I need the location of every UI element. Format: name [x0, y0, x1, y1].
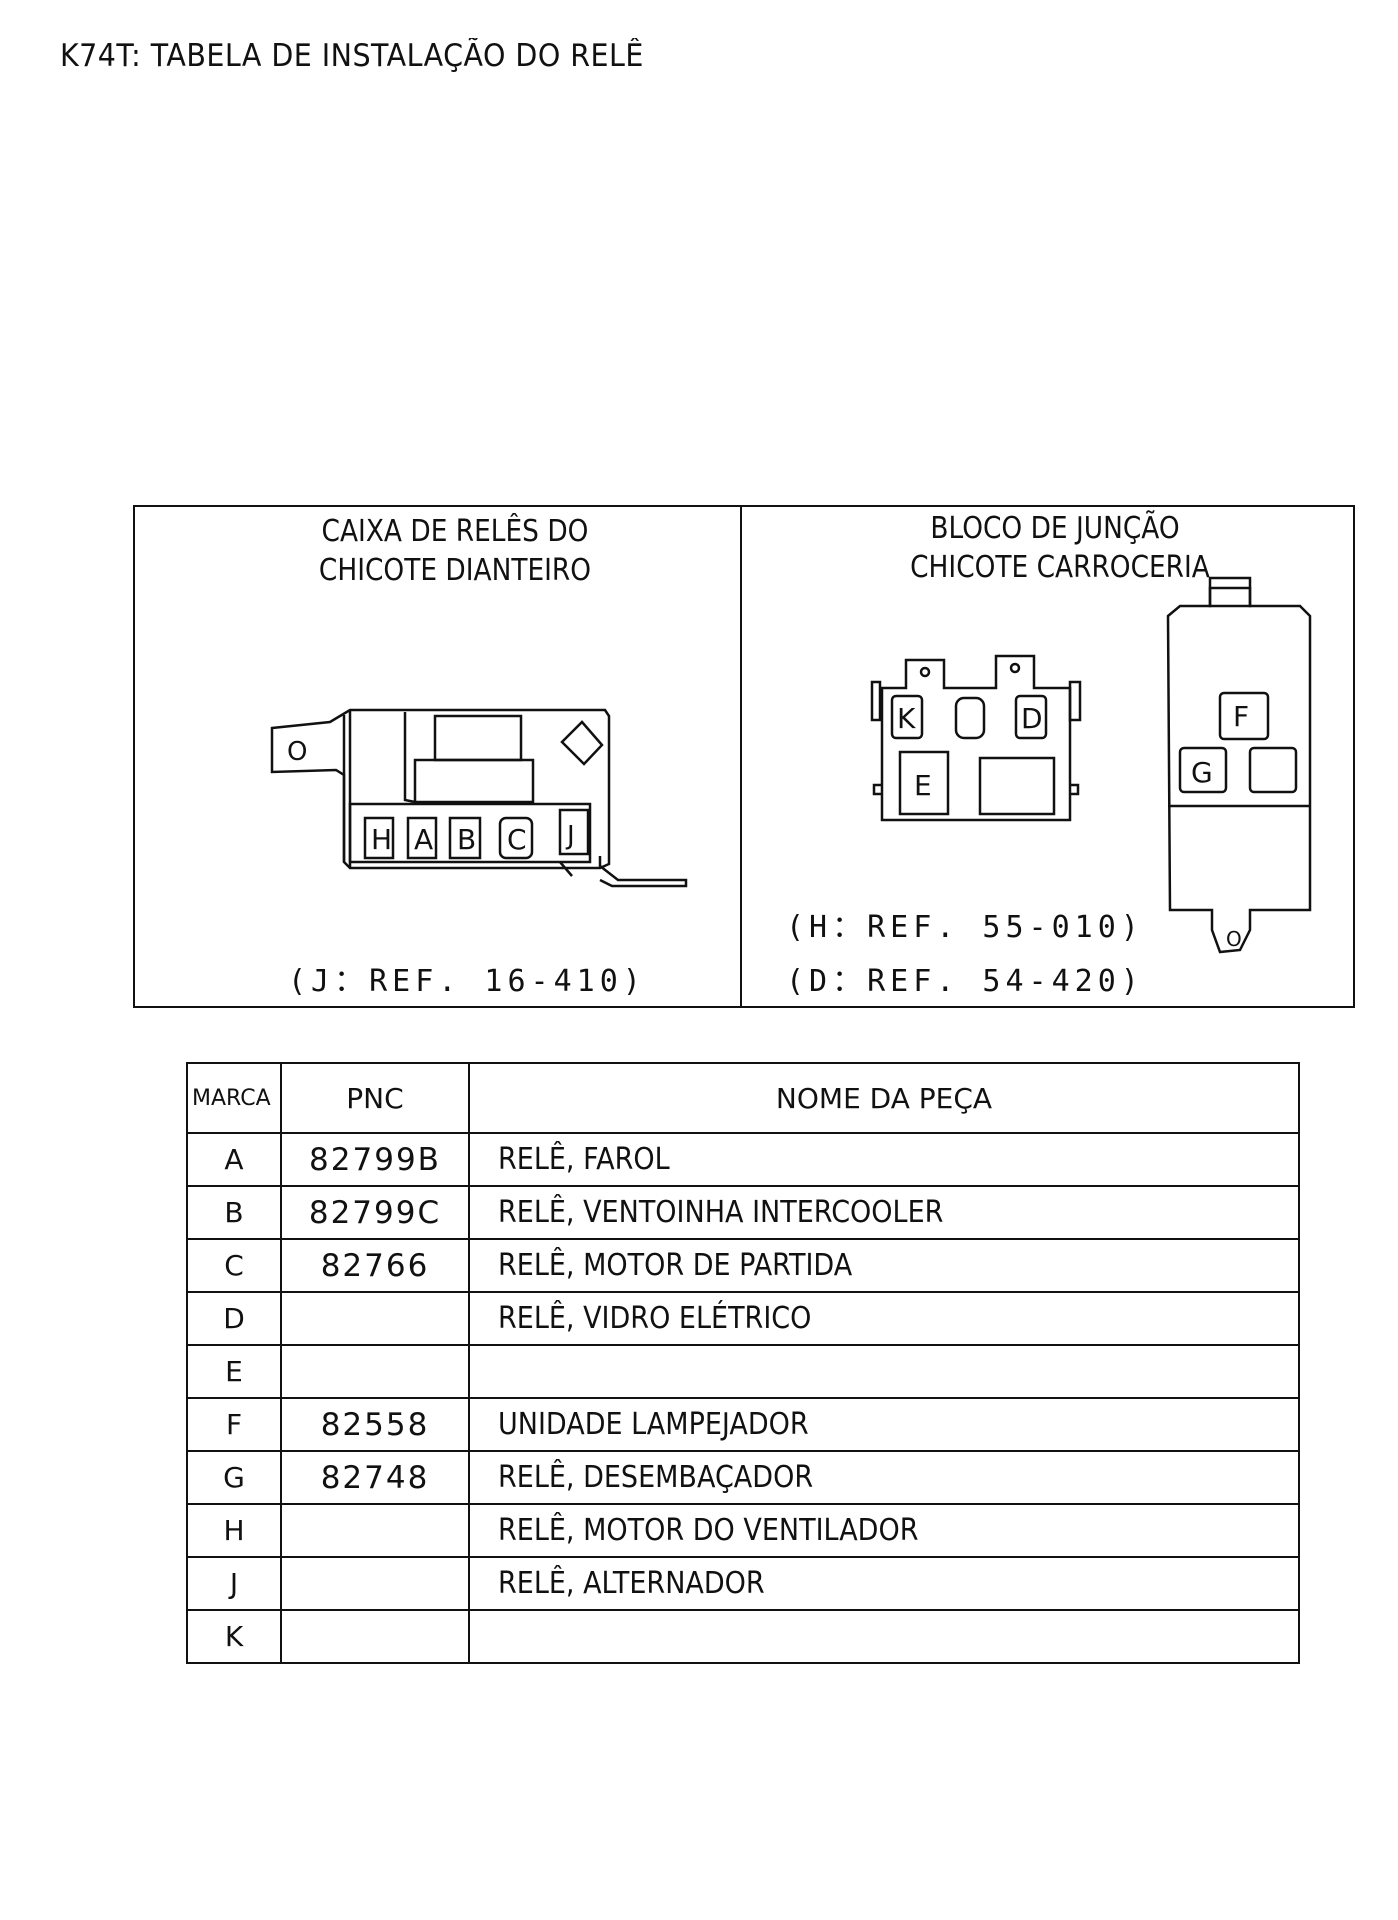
left-mount-label: O: [287, 737, 307, 767]
row-mark: F: [186, 1397, 282, 1452]
header-pnc: PNC: [280, 1062, 470, 1134]
junction-d-label: D: [1021, 702, 1043, 735]
table-row: K: [186, 1609, 1300, 1664]
side-g-box: [1178, 746, 1228, 794]
row-part-name: RELÊ, VIDRO ELÉTRICO: [468, 1291, 1300, 1346]
row-part-name: RELÊ, DESEMBAÇADOR: [468, 1450, 1300, 1505]
slot-j-label: J: [565, 821, 575, 851]
right-ref-h: (H：REF. 55-010): [786, 910, 1144, 945]
diagram-frame: [133, 505, 1355, 1008]
row-part-name: [468, 1609, 1300, 1664]
row-mark: H: [186, 1503, 282, 1558]
row-mark: K: [186, 1609, 282, 1664]
row-pnc: [280, 1503, 470, 1558]
table-row: H RELÊ, MOTOR DO VENTILADOR: [186, 1503, 1300, 1558]
table-row: C 82766 RELÊ, MOTOR DE PARTIDA: [186, 1238, 1300, 1293]
row-mark: C: [186, 1238, 282, 1293]
row-part-name: RELÊ, FAROL: [468, 1132, 1300, 1187]
side-block-drawing: [1166, 576, 1312, 954]
row-mark: D: [186, 1291, 282, 1346]
slot-a-label: A: [414, 823, 433, 856]
front-relay-box-drawing: [270, 708, 688, 888]
left-ref: (J：REF. 16-410): [288, 964, 646, 999]
table-row: A 82799B RELÊ, FAROL: [186, 1132, 1300, 1187]
parts-table: MARCA PNC NOME DA PEÇA A 82799B RELÊ, FA…: [186, 1062, 1300, 1664]
row-part-name: [468, 1344, 1300, 1399]
table-row: G 82748 RELÊ, DESEMBAÇADOR: [186, 1450, 1300, 1505]
row-part-name: RELÊ, VENTOINHA INTERCOOLER: [468, 1185, 1300, 1240]
row-pnc: [280, 1291, 470, 1346]
table-row: F 82558 UNIDADE LAMPEJADOR: [186, 1397, 1300, 1452]
row-mark: G: [186, 1450, 282, 1505]
row-part-name: RELÊ, MOTOR DO VENTILADOR: [468, 1503, 1300, 1558]
junction-e-box: [898, 750, 950, 816]
page-title: K74T: TABELA DE INSTALAÇÃO DO RELÊ: [60, 38, 644, 74]
junction-e-label: E: [914, 769, 932, 802]
table-row: J RELÊ, ALTERNADOR: [186, 1556, 1300, 1611]
slot-c-label: C: [507, 823, 527, 856]
right-panel-title-line1: BLOCO DE JUNÇÃO: [930, 511, 1180, 546]
right-panel-title-line2: CHICOTE CARROCERIA: [910, 550, 1210, 585]
row-pnc: 82766: [280, 1238, 470, 1293]
side-f-box: [1218, 691, 1270, 741]
side-g-label: G: [1191, 756, 1213, 789]
row-part-name: UNIDADE LAMPEJADOR: [468, 1397, 1300, 1452]
table-row: E: [186, 1344, 1300, 1399]
row-mark: B: [186, 1185, 282, 1240]
junction-k-box: [890, 694, 924, 740]
header-mark: MARCA: [186, 1062, 282, 1134]
table-header-row: MARCA PNC NOME DA PEÇA: [186, 1062, 1300, 1134]
row-pnc: [280, 1556, 470, 1611]
side-f-label: F: [1233, 700, 1249, 733]
left-panel-title-line2: CHICOTE DIANTEIRO: [318, 553, 592, 588]
table-row: D RELÊ, VIDRO ELÉTRICO: [186, 1291, 1300, 1346]
row-pnc: 82799B: [280, 1132, 470, 1187]
row-mark: E: [186, 1344, 282, 1399]
junction-d-box: [1014, 694, 1048, 740]
slot-j-box: [558, 808, 590, 856]
slot-b-box: [448, 816, 482, 860]
row-pnc: [280, 1609, 470, 1664]
slot-a-box: [406, 816, 438, 860]
header-part-name: NOME DA PEÇA: [468, 1062, 1300, 1134]
row-pnc: [280, 1344, 470, 1399]
junction-k-label: K: [897, 702, 916, 735]
row-part-name: RELÊ, ALTERNADOR: [468, 1556, 1300, 1611]
table-row: B 82799C RELÊ, VENTOINHA INTERCOOLER: [186, 1185, 1300, 1240]
junction-block-drawing: [870, 654, 1082, 822]
row-part-name: RELÊ, MOTOR DE PARTIDA: [468, 1238, 1300, 1293]
right-mount-label: O: [1226, 927, 1242, 951]
slot-c-box: [498, 816, 534, 860]
row-pnc: 82558: [280, 1397, 470, 1452]
row-mark: A: [186, 1132, 282, 1187]
right-ref-d: (D：REF. 54-420): [786, 964, 1144, 999]
row-pnc: 82748: [280, 1450, 470, 1505]
slot-b-label: B: [457, 823, 476, 856]
diagram-divider: [740, 505, 742, 1008]
slot-h-box: [363, 816, 395, 860]
row-pnc: 82799C: [280, 1185, 470, 1240]
row-mark: J: [186, 1556, 282, 1611]
left-panel-title-line1: CAIXA DE RELÊS DO: [321, 514, 589, 549]
slot-h-label: H: [371, 823, 392, 856]
